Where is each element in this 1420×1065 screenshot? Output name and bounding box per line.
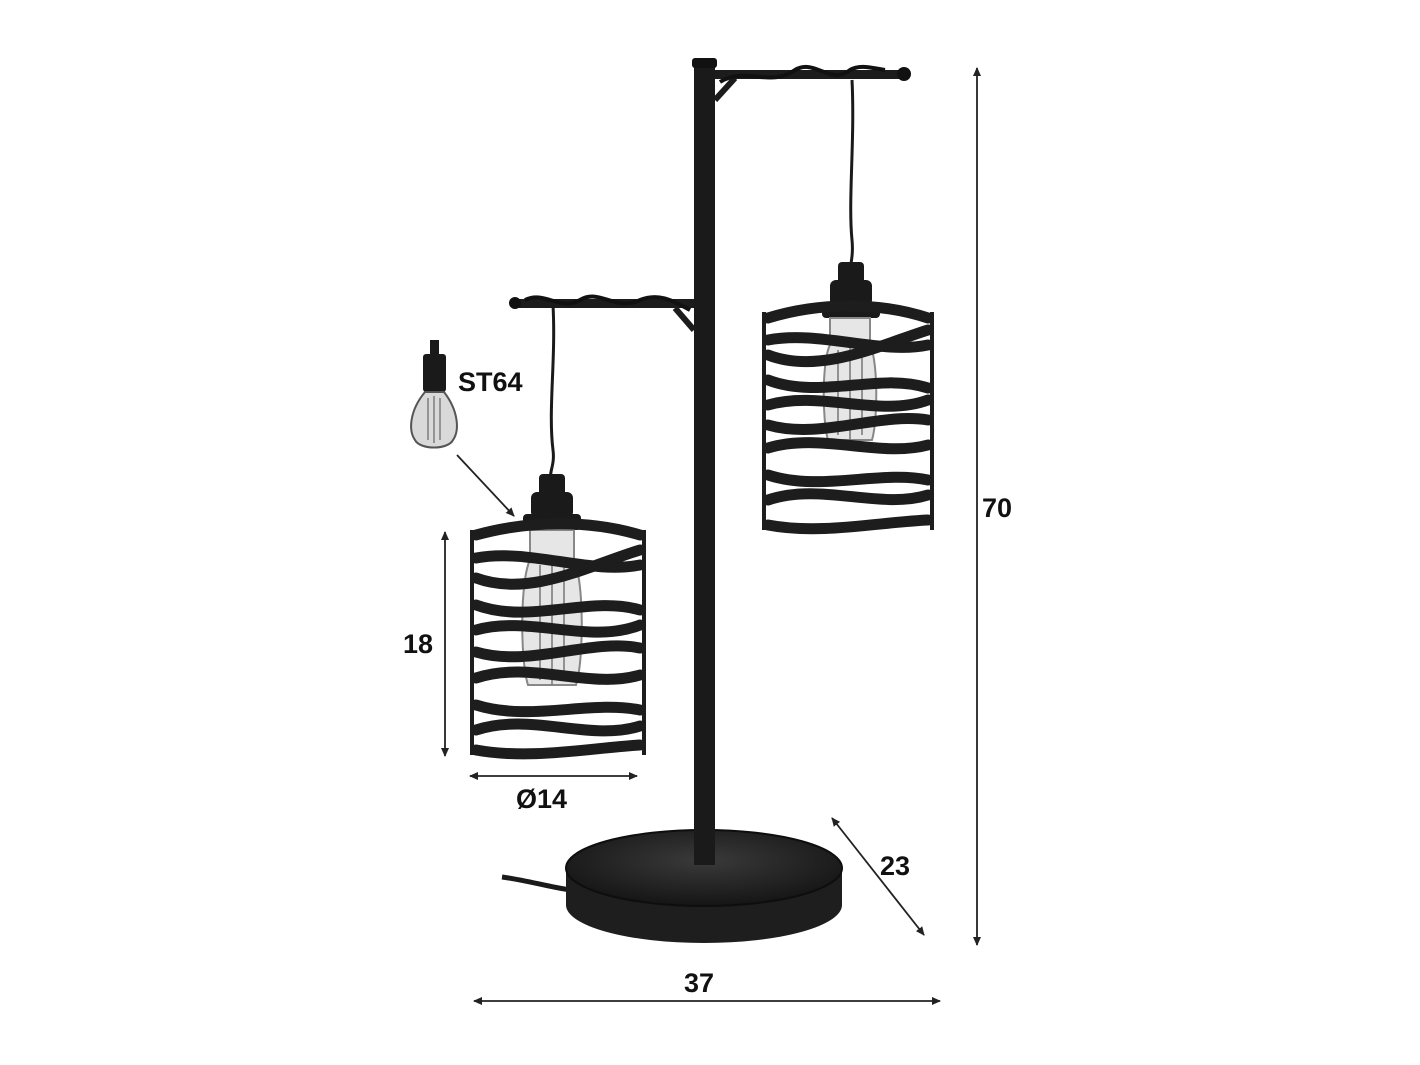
right-pendant-shade — [762, 262, 934, 535]
shade-diameter-label: Ø14 — [516, 784, 568, 814]
lamp-base — [565, 829, 843, 943]
bulb-icon — [410, 340, 458, 449]
base-depth-label: 23 — [880, 851, 911, 881]
total-height-label: 70 — [982, 493, 1013, 523]
lower-arm — [509, 294, 697, 332]
base-width-label: 37 — [684, 968, 715, 998]
top-arm — [712, 64, 911, 103]
lamp-pole — [694, 60, 715, 865]
bulb-type-label: ST64 — [458, 367, 523, 397]
base-depth-dimension-line — [831, 817, 925, 936]
power-cord — [501, 874, 571, 893]
left-pendant-shade — [470, 474, 646, 760]
right-pendant-cord — [848, 79, 855, 279]
left-pendant-cord — [549, 304, 556, 479]
bulb-pointer-arrow — [456, 454, 515, 517]
shade-height-label: 18 — [403, 629, 434, 659]
